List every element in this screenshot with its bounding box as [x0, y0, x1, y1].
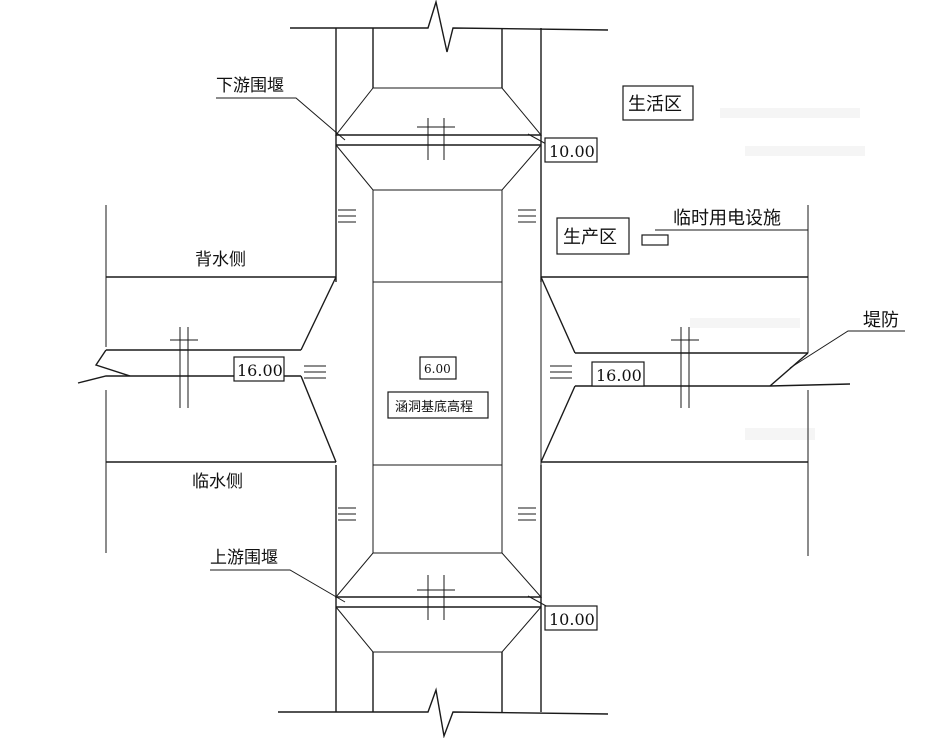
- temp-power-facility-marker: [641, 234, 669, 246]
- break-line-bottom: [278, 687, 609, 739]
- levee-lines: [77, 205, 851, 556]
- downstream-cofferdam-label: 下游围堰: [216, 76, 284, 96]
- bleed-through-marks: [690, 108, 865, 440]
- upstream-cofferdam-label: 上游围堰: [210, 548, 278, 568]
- downstream-cofferdam-shape: [334, 87, 543, 191]
- levee-left-elevation-value: 16.00: [237, 361, 283, 380]
- culvert-elevation-box: [419, 356, 457, 380]
- channel-walls: [335, 28, 542, 712]
- upstream-elevation-box: [544, 605, 598, 631]
- downstream-elevation-box: [544, 137, 598, 163]
- living-area-box: [622, 85, 694, 121]
- levee-left-elevation-box: [233, 356, 285, 382]
- temp-power-facility-label: 临时用电设施: [673, 208, 781, 229]
- production-area-box: [556, 217, 630, 255]
- upstream-elevation-value: 10.00: [549, 610, 595, 629]
- levee-right-elevation-box: [591, 361, 645, 387]
- culvert-base-label-box: [387, 391, 489, 419]
- culvert-base-elevation-label: 涵洞基底高程: [395, 399, 473, 415]
- living-area-label: 生活区: [628, 94, 682, 115]
- tick-marks: [170, 209, 699, 521]
- backwater-side-label: 背水侧: [195, 250, 246, 270]
- break-line-top: [290, 0, 609, 53]
- leader-lines: [210, 97, 905, 608]
- levee-right-elevation-value: 16.00: [596, 366, 642, 385]
- upstream-cofferdam-shape: [334, 552, 543, 653]
- waterfront-side-label: 临水侧: [192, 472, 243, 492]
- levee-label: 堤防: [863, 310, 899, 331]
- culvert-body: [372, 189, 503, 554]
- downstream-elevation-value: 10.00: [549, 142, 595, 161]
- culvert-base-elevation-value: 6.00: [424, 362, 451, 376]
- production-area-label: 生产区: [563, 227, 617, 248]
